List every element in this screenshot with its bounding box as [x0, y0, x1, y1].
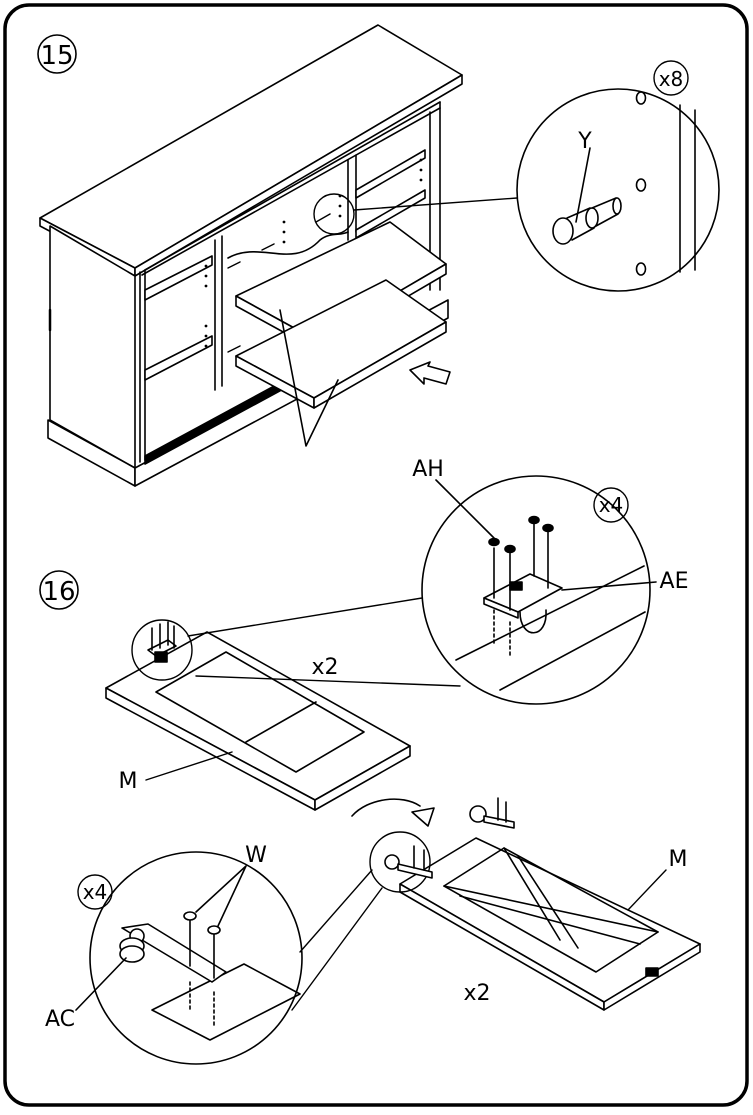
screw-w-icon — [183, 911, 197, 921]
count-x4-bottom: x4 — [83, 880, 108, 904]
part-label-m-top: M — [119, 769, 138, 794]
quantity-x2-top: x2 — [311, 655, 338, 680]
part-label-ae: AE — [660, 569, 689, 594]
detail-callout-15 — [516, 60, 720, 292]
detail-callout-16b — [75, 851, 303, 1065]
door-panel-top — [105, 631, 411, 811]
cabinet — [39, 24, 463, 487]
count-x8: x8 — [659, 67, 684, 91]
page-border — [3, 3, 749, 1107]
screw-icon — [488, 515, 554, 554]
count-x4-top: x4 — [599, 493, 624, 517]
step-16-number: 16 — [42, 577, 75, 607]
step-15-number: 15 — [40, 41, 73, 71]
part-label-w: W — [245, 843, 267, 868]
shelf-pin-icon — [552, 217, 574, 245]
part-label-m-bottom: M — [669, 847, 688, 872]
part-label-y: Y — [577, 129, 592, 154]
step-16: 16 x2 M — [39, 457, 701, 1065]
step-15-badge — [37, 34, 77, 74]
detail-marker-16b — [369, 831, 433, 893]
step-15: 15 — [37, 24, 720, 487]
step-16-badge — [39, 570, 79, 610]
quantity-x2-bottom: x2 — [463, 981, 490, 1006]
detail-callout-16a — [421, 475, 657, 705]
detail-marker-15 — [313, 193, 355, 235]
detail-marker-16a — [131, 619, 193, 681]
part-label-ac: AC — [45, 1007, 75, 1032]
door-panel-bottom — [399, 797, 701, 1011]
flip-arrow-icon — [351, 798, 435, 827]
part-label-ah: AH — [412, 457, 444, 482]
